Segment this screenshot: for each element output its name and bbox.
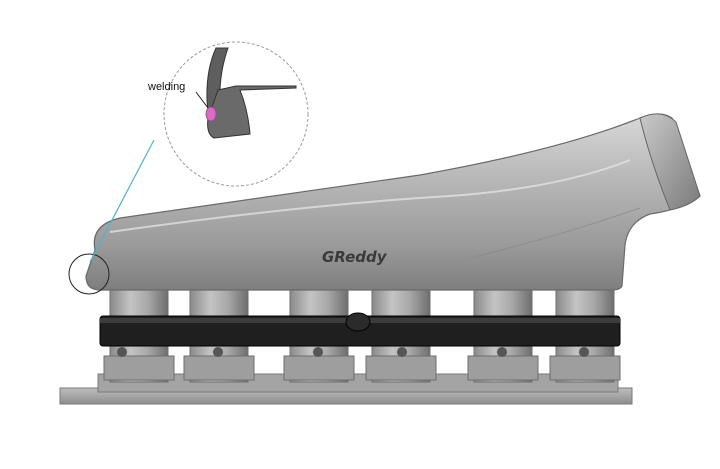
brand-logo: GReddy bbox=[322, 248, 388, 266]
plenum: GReddy bbox=[85, 113, 701, 291]
welding-label: welding bbox=[147, 81, 185, 93]
callout-leader-line bbox=[89, 139, 155, 263]
detail-marker-circle bbox=[68, 253, 110, 295]
weld-detail-callout: welding bbox=[147, 41, 309, 187]
weld-bead bbox=[205, 106, 217, 122]
fuel-rail bbox=[99, 312, 621, 357]
